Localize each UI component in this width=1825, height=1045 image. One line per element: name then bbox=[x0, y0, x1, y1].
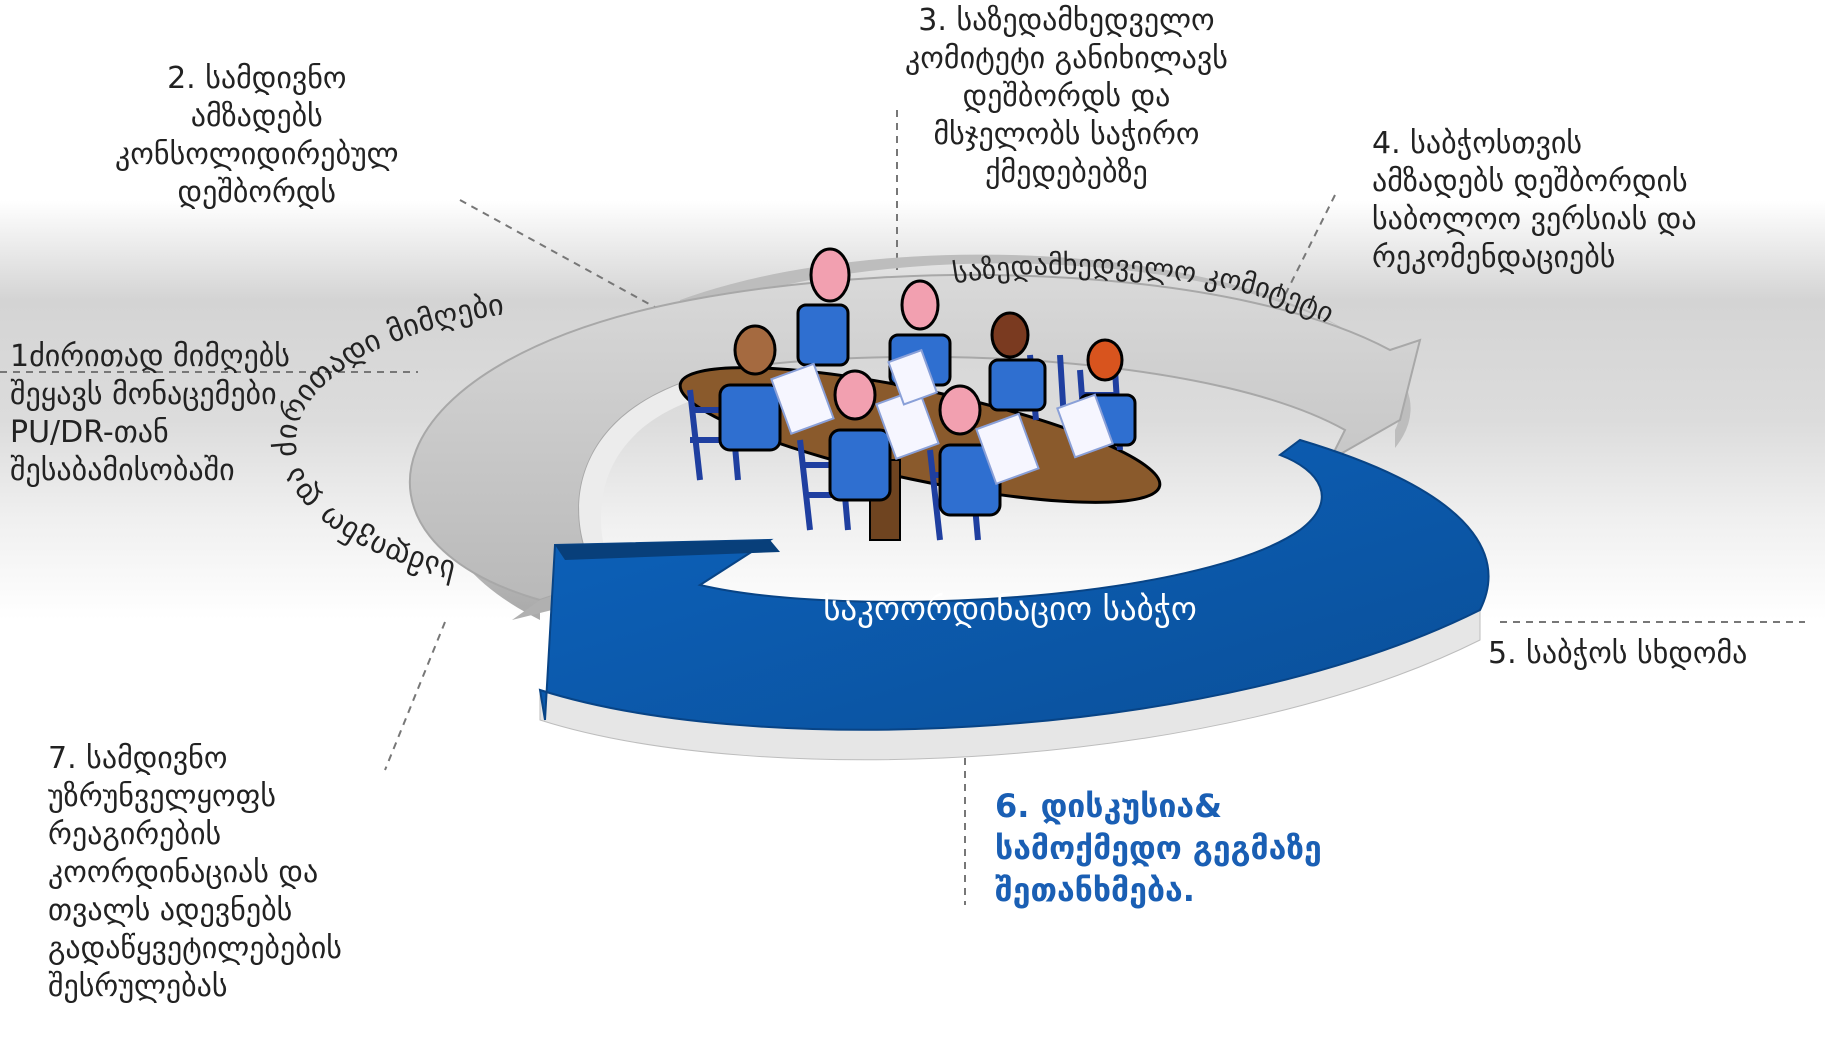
step-7-line: გადაწყვეტილებების bbox=[48, 931, 342, 966]
step-1-line: შეყავს მონაცემები bbox=[10, 377, 277, 412]
step-1-line: შესაბამისობაში bbox=[10, 453, 235, 488]
step-6-line: 6. დისკუსია& bbox=[995, 787, 1223, 825]
documents bbox=[770, 348, 1114, 486]
leader-lines bbox=[0, 110, 1805, 905]
step-6-label: 6. დისკუსია& სამოქმედო გეგმაზე შეთანხმებ… bbox=[995, 785, 1322, 911]
person-standing bbox=[796, 247, 851, 367]
ring-label-bottom: საკოორდინაციო საბჭო bbox=[823, 589, 1197, 628]
step-2-line: 2. სამდივნო bbox=[167, 61, 347, 96]
step-3-line: მსჯელობს საჭირო bbox=[933, 117, 1200, 152]
step-3-line: ქმედებებზე bbox=[985, 155, 1148, 190]
step-3-label: 3. საზედამხედველო კომიტეტი განიხილავს დე… bbox=[905, 2, 1228, 192]
step-7-line: რეაგირების bbox=[48, 817, 222, 852]
step-4-line: საბოლოო ვერსიას და bbox=[1372, 202, 1697, 237]
person-3 bbox=[988, 311, 1047, 412]
step-2-line: კონსოლიდირებულ bbox=[115, 137, 399, 172]
step-5-line: 5. საბჭოს სხდომა bbox=[1488, 636, 1748, 671]
step-4-label: 4. საბჭოსთვის ამზადებს დეშბორდის საბოლოო… bbox=[1372, 125, 1697, 277]
step-3-line: კომიტეტი განიხილავს bbox=[905, 41, 1228, 76]
leader-line-4 bbox=[1269, 194, 1336, 326]
step-4-line: რეკომენდაციებს bbox=[1372, 240, 1616, 275]
step-3-line: 3. საზედამხედველო bbox=[918, 3, 1215, 38]
step-7-label: 7. სამდივნო უზრუნველყოფს რეაგირების კოორ… bbox=[48, 740, 342, 1006]
step-3-line: დეშბორდს და bbox=[962, 79, 1171, 114]
step-7-line: თვალს ადევნებს bbox=[48, 893, 293, 928]
step-2-line: ამზადებს bbox=[190, 99, 323, 134]
step-2-label: 2. სამდივნო ამზადებს კონსოლიდირებულ დეშბ… bbox=[115, 60, 399, 212]
meeting-table-illustration bbox=[678, 247, 1162, 541]
step-7-line: 7. სამდივნო bbox=[48, 741, 228, 776]
blue-ring-segment bbox=[538, 438, 1490, 761]
step-5-label: 5. საბჭოს სხდომა bbox=[1488, 635, 1747, 673]
step-6-line: შეთანხმება. bbox=[995, 871, 1195, 909]
step-1-label: 1ძირითად მიმღებს შეყავს მონაცემები PU/DR… bbox=[10, 338, 290, 490]
step-4-line: 4. საბჭოსთვის bbox=[1372, 126, 1583, 161]
step-1-line: PU/DR-თან bbox=[10, 415, 169, 450]
step-7-line: შესრულებას bbox=[48, 969, 228, 1004]
step-2-line: დეშბორდს bbox=[177, 175, 337, 210]
step-4-line: ამზადებს დეშბორდის bbox=[1372, 164, 1688, 199]
leader-line-7 bbox=[384, 621, 446, 771]
step-1-line: 1ძირითად მიმღებს bbox=[10, 339, 290, 374]
person-7 bbox=[938, 384, 1002, 517]
step-7-line: უზრუნველყოფს bbox=[48, 779, 277, 814]
person-6 bbox=[828, 369, 892, 502]
step-6-line: სამოქმედო გეგმაზე bbox=[995, 829, 1322, 867]
step-7-line: კოორდინაციას და bbox=[48, 855, 319, 890]
person-5 bbox=[718, 324, 782, 452]
